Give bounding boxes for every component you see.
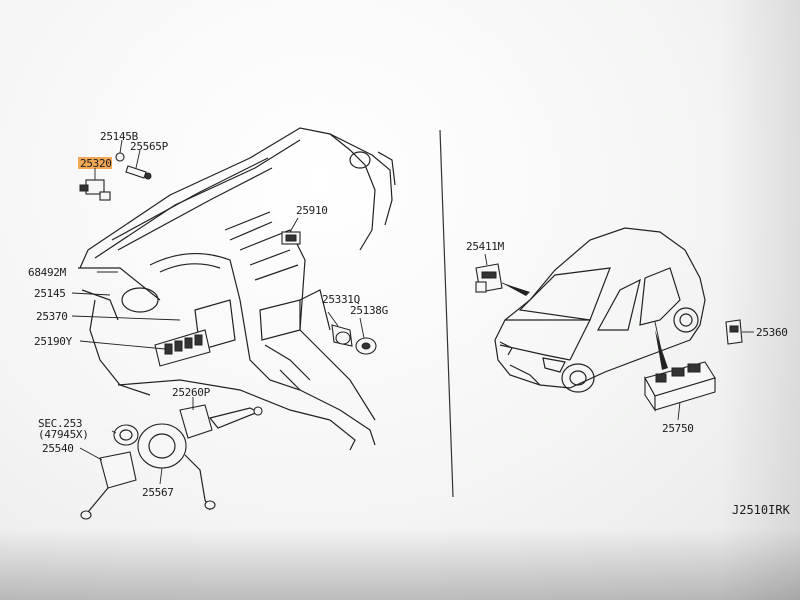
part-25567 — [137, 423, 216, 511]
diagram-code: J2510IRK — [732, 503, 791, 517]
part-25540 — [80, 451, 137, 520]
part-25138G — [355, 337, 377, 355]
label-25910: 25910 — [296, 204, 328, 217]
label-25411M: 25411M — [466, 240, 505, 253]
arrow-25411M — [502, 283, 530, 296]
part-25331Q — [331, 324, 353, 347]
label-68492M: 68492M — [28, 266, 67, 279]
dashboard-drawing — [78, 127, 396, 451]
label-25565P: 25565P — [130, 140, 169, 153]
part-SEC253 — [113, 424, 139, 446]
part-25750 — [644, 361, 716, 412]
label-25320: 25320 — [80, 157, 112, 170]
label-SEC253: SEC.253 — [38, 417, 82, 430]
label-25138G: 25138G — [350, 304, 388, 317]
car-drawing — [494, 227, 706, 393]
label-25331Q: 25331Q — [322, 293, 360, 306]
part-25260P — [179, 404, 263, 439]
label-25360: 25360 — [756, 326, 788, 339]
label-25750: 25750 — [662, 422, 694, 435]
label-25260P: 25260P — [172, 386, 211, 399]
part-25360 — [725, 319, 743, 345]
label-25190Y: 25190Y — [34, 335, 73, 348]
section-divider — [439, 129, 454, 498]
label-25370: 25370 — [36, 310, 68, 323]
switch-cluster-25190Y — [154, 329, 211, 367]
label-25540: 25540 — [42, 442, 74, 455]
label-25145: 25145 — [34, 287, 66, 300]
highlight-25320 — [78, 157, 112, 169]
part-25320 — [79, 179, 111, 201]
label-25567: 25567 — [142, 486, 174, 499]
label-47945X: (47945X) — [38, 428, 89, 441]
leader-lines-left — [71, 139, 365, 485]
part-25565P — [125, 165, 152, 180]
part-25411M — [475, 263, 503, 293]
part-25910 — [281, 231, 301, 245]
part-25145B — [115, 152, 125, 162]
label-25145B: 25145B — [100, 130, 139, 143]
